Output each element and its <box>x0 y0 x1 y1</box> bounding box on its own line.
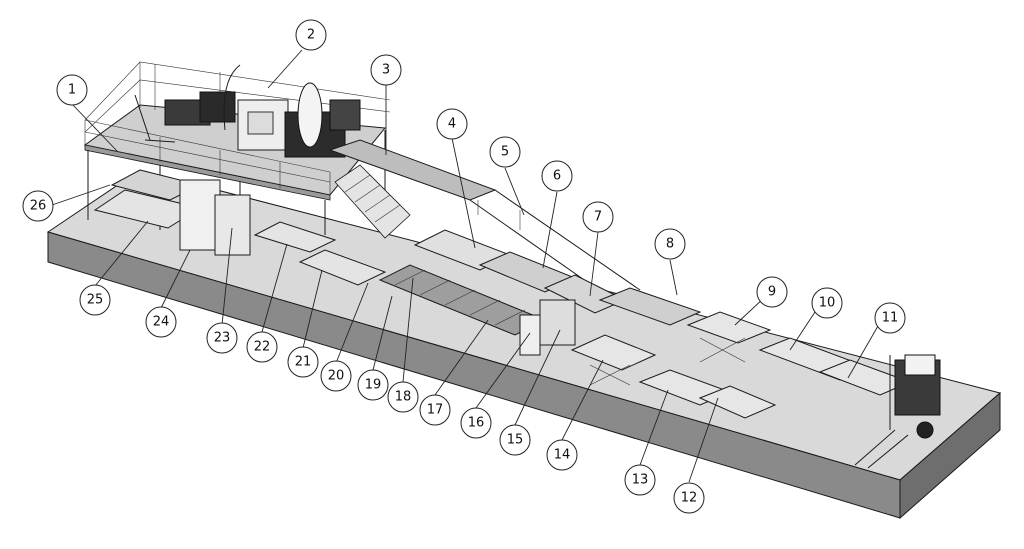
callout-9: 9 <box>756 276 788 308</box>
callout-circle <box>460 407 492 439</box>
callout-11: 11 <box>874 302 906 334</box>
callout-26: 26 <box>22 190 54 222</box>
callout-label: 8 <box>666 237 674 252</box>
callout-label: 18 <box>395 390 412 405</box>
callout-circle <box>489 136 521 168</box>
callout-circle <box>295 19 327 51</box>
callout-25: 25 <box>79 284 111 316</box>
platform-machinery <box>134 64 361 158</box>
callout-21: 21 <box>287 346 319 378</box>
callout-16: 16 <box>460 407 492 439</box>
callout-label: 21 <box>295 355 312 370</box>
callout-22: 22 <box>246 331 278 363</box>
callout-label: 20 <box>328 369 345 384</box>
lower-conveyor-line <box>570 334 777 419</box>
callout-6: 6 <box>541 160 573 192</box>
callout-label: 25 <box>87 293 104 308</box>
callout-label: 19 <box>365 378 382 393</box>
callout-20: 20 <box>320 360 352 392</box>
callout-13: 13 <box>624 464 656 496</box>
callout-15: 15 <box>499 424 531 456</box>
callout-label: 22 <box>254 340 271 355</box>
callout-circle <box>874 302 906 334</box>
callout-circle <box>624 464 656 496</box>
left-conveyors <box>93 169 387 286</box>
callout-circle <box>206 322 238 354</box>
callout-17: 17 <box>419 394 451 426</box>
callout-10: 10 <box>811 287 843 319</box>
callout-circle <box>546 439 578 471</box>
right-conveyor-line <box>686 311 912 396</box>
callout-label: 23 <box>214 331 231 346</box>
callout-circle <box>419 394 451 426</box>
callout-circle <box>287 346 319 378</box>
callout-label: 6 <box>553 169 561 184</box>
callout-3: 3 <box>370 54 402 86</box>
callout-7: 7 <box>582 201 614 233</box>
callout-14: 14 <box>546 439 578 471</box>
callout-label: 4 <box>448 117 456 132</box>
callout-circle <box>654 228 686 260</box>
callout-label: 17 <box>427 403 444 418</box>
callout-label: 15 <box>507 433 524 448</box>
callout-24: 24 <box>145 306 177 338</box>
callout-23: 23 <box>206 322 238 354</box>
callout-label: 7 <box>594 210 602 225</box>
callout-label: 1 <box>68 83 76 98</box>
callout-circle <box>811 287 843 319</box>
callout-label: 16 <box>468 416 485 431</box>
callout-4: 4 <box>436 108 468 140</box>
callout-19: 19 <box>357 369 389 401</box>
callout-circle <box>436 108 468 140</box>
callout-circle <box>56 74 88 106</box>
callout-circle <box>370 54 402 86</box>
callout-label: 11 <box>882 311 899 326</box>
upper-conveyor-line <box>413 229 702 326</box>
callout-label: 3 <box>382 63 390 78</box>
callout-circle <box>582 201 614 233</box>
callout-label: 10 <box>819 296 836 311</box>
callout-circle <box>499 424 531 456</box>
callout-18: 18 <box>387 381 419 413</box>
callout-label: 13 <box>632 473 649 488</box>
callout-label: 2 <box>307 28 315 43</box>
callout-group: 1234567891011121314151617181920212223242… <box>22 19 906 514</box>
callout-circle <box>145 306 177 338</box>
forklift <box>854 354 941 469</box>
callout-label: 12 <box>681 491 698 506</box>
callout-label: 26 <box>30 199 47 214</box>
callout-circle <box>246 331 278 363</box>
callout-circle <box>320 360 352 392</box>
callout-circle <box>756 276 788 308</box>
callout-5: 5 <box>489 136 521 168</box>
callout-circle <box>541 160 573 192</box>
callout-1: 1 <box>56 74 88 106</box>
callout-label: 14 <box>554 448 571 463</box>
callout-circle <box>22 190 54 222</box>
callout-2: 2 <box>295 19 327 51</box>
callout-label: 24 <box>153 315 170 330</box>
callout-label: 9 <box>768 285 776 300</box>
callout-8: 8 <box>654 228 686 260</box>
central-sorting-table <box>378 264 576 356</box>
callout-circle <box>357 369 389 401</box>
callout-circle <box>79 284 111 316</box>
leader-lines <box>51 49 879 483</box>
callout-label: 5 <box>501 145 509 160</box>
callout-circle <box>387 381 419 413</box>
callout-circle <box>673 482 705 514</box>
callout-12: 12 <box>673 482 705 514</box>
